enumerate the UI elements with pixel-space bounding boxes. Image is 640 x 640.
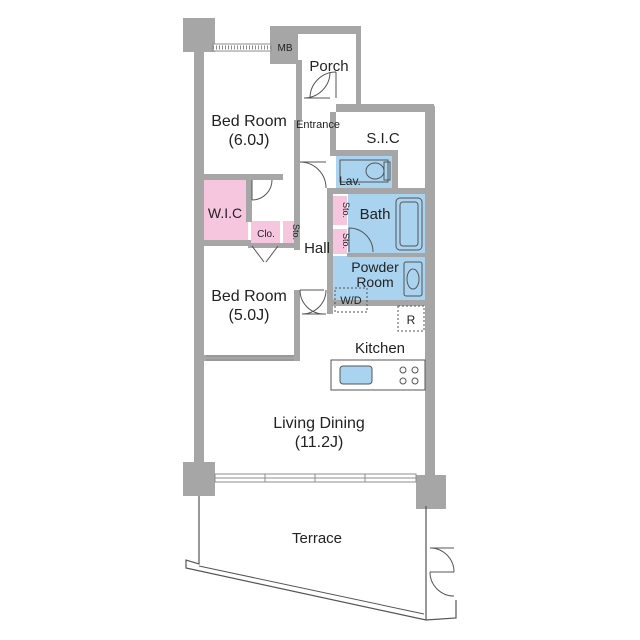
hall-door-icon [299,289,325,315]
wall-wic-right [246,180,252,222]
wall-mb-block [270,26,298,64]
bath-label: Bath [360,206,391,223]
wall-hall-entrance [300,142,330,147]
terrace-outline [185,496,457,621]
powder-label-line2: Room [356,274,393,290]
powder-label-line1: Powder [351,259,399,275]
terrace-door-icon [429,547,455,597]
washbasin-icon [403,261,423,297]
column-bottom-left [183,462,215,496]
bath-door-icon [348,227,374,253]
terrace-label: Terrace [292,530,342,547]
wall-left [194,50,204,470]
closet-door-icon [251,245,279,263]
washbasin-bowl-icon [406,268,420,290]
sto-label-bedroom: Sto. [291,224,301,240]
sto-label-lower: Sto. [341,233,351,249]
kitchen-door-icon [301,289,327,315]
clo-area [251,221,280,244]
wall-wic-bottom [203,240,251,246]
wic-door-icon [251,179,273,201]
wall-powder-bottom [327,300,426,306]
living-dining-size: (11.2J) [295,434,344,451]
bedroom1-door-icon [299,161,327,189]
sto-area-bedroom [283,221,297,244]
wall-bath-bottom [347,253,426,257]
bedroom2-name: Bed Room [211,288,287,305]
wall-porch-right [356,26,361,106]
mb-label: MB [278,43,293,54]
wall-bedroom-hall-upper [294,120,300,250]
bedroom1-name: Bed Room [211,113,287,130]
wall-porch-left [296,60,302,120]
washer-dryer-icon [334,287,368,313]
hall-label: Hall [304,240,330,257]
sto-label-upper: Sto. [341,202,351,218]
stove-burner-icon [399,377,407,385]
terrace-edge-inner [198,565,425,615]
kitchen-label: Kitchen [355,340,405,357]
sic-label: S.I.C [366,130,400,147]
sto-area-hall-upper [333,196,347,225]
wall-closet-bottom [248,243,298,248]
clo-label: Clo. [257,229,275,240]
toilet-tank-icon [383,161,391,181]
wall-lav-right [392,150,398,190]
porch-label: Porch [309,58,348,75]
wall-bath-top [330,188,426,194]
entrance-label: Entrance [296,119,340,131]
column-top-left [183,18,215,52]
fridge-label: R [407,313,416,327]
wd-label: W/D [340,295,361,307]
wall-bedroom2-bottom [203,355,300,361]
stove-burner-icon [411,366,419,374]
powder-room-area [333,256,425,302]
bedroom2-size: (5.0J) [229,307,270,324]
sto-area-hall-lower [333,229,347,254]
fridge-icon [397,305,425,332]
wall-entrance-right [330,112,336,152]
bath-area [348,194,425,256]
balcony-rail-top [212,43,272,52]
wall-porch-top [296,26,360,34]
kitchen-sink-icon [339,365,373,385]
bathtub-icon [395,197,423,251]
wall-lav-top [330,150,395,156]
lav-counter [339,159,389,183]
living-dining-name: Living Dining [273,415,365,432]
porch-door-icon [309,71,337,99]
wic-area [203,180,248,240]
wall-sic-top [336,104,434,112]
wall-bedroom-hall-lower [294,290,300,358]
wall-bedroom1-bottom [203,174,283,180]
entrance-door-icon [303,71,331,99]
stove-burner-icon [399,366,407,374]
stove-burner-icon [411,377,419,385]
lav-label: Lav. [339,174,361,188]
wic-label: W.I.C [208,205,242,221]
bathtub-inner-icon [399,201,419,247]
wall-wet-left [327,188,333,314]
wall-right [425,106,435,478]
column-bottom-right [416,475,446,509]
bedroom1-size: (6.0J) [229,132,270,149]
